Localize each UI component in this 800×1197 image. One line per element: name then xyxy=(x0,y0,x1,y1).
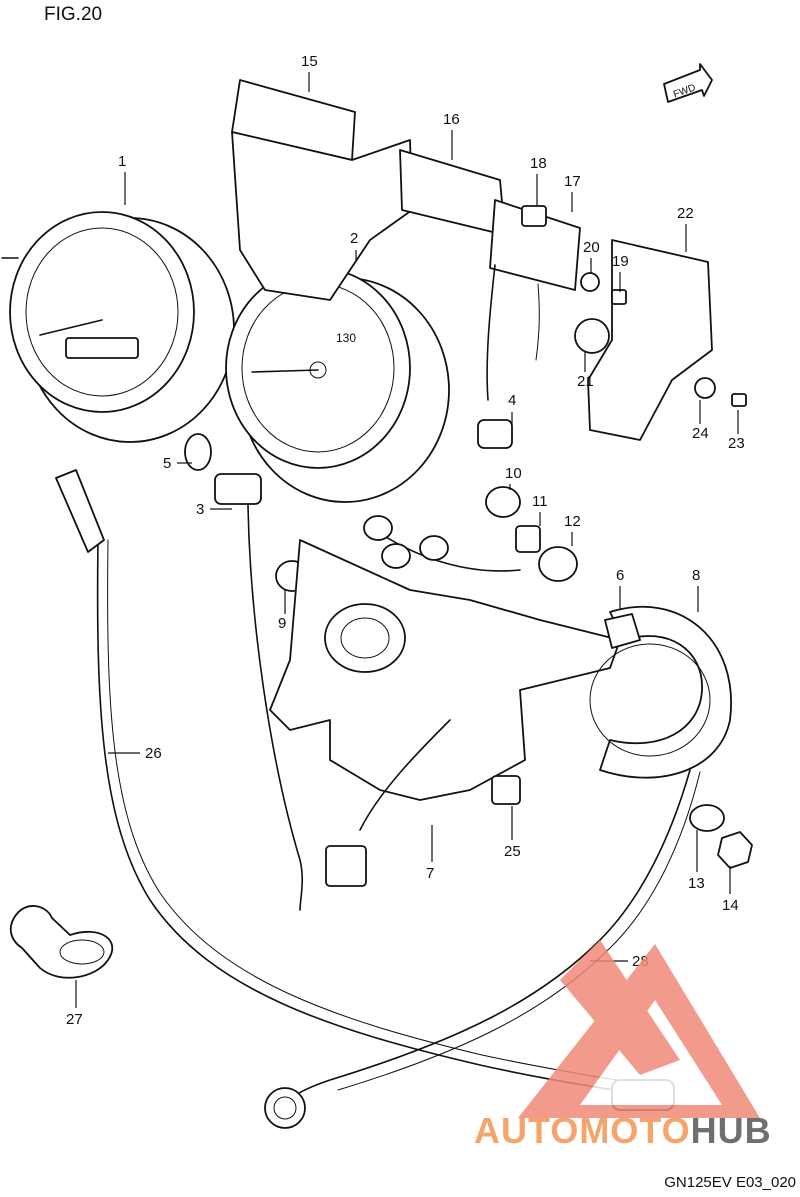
washer-24 xyxy=(694,377,716,399)
callout-22: 22 xyxy=(677,205,694,222)
nut-12 xyxy=(538,546,578,582)
callout-3: 3 xyxy=(196,501,204,518)
washer-13 xyxy=(689,804,725,832)
callout-1: 1 xyxy=(118,153,126,170)
callout-15: 15 xyxy=(301,53,318,70)
callout-11: 11 xyxy=(532,493,548,510)
callout-16: 16 xyxy=(443,111,460,128)
callout-4: 4 xyxy=(508,392,516,409)
callout-14: 14 xyxy=(722,897,739,914)
gauge-1-dial xyxy=(25,227,179,397)
callout-17: 17 xyxy=(564,173,581,190)
bulb-socket-4 xyxy=(477,419,513,449)
callout-10: 10 xyxy=(505,465,522,482)
socket-b xyxy=(381,543,411,569)
callout-23: 23 xyxy=(728,435,745,452)
callout-12: 12 xyxy=(564,513,581,530)
callout-7: 7 xyxy=(426,865,434,882)
watermark-word-2: HUB xyxy=(690,1110,772,1151)
bolt-25 xyxy=(491,775,521,805)
callout-13: 13 xyxy=(688,875,705,892)
socket-3-wire xyxy=(247,504,303,911)
figure-title: FIG.20 xyxy=(44,4,103,25)
washer-20 xyxy=(580,272,600,292)
cable-28-end-inner xyxy=(273,1096,297,1120)
ignition-switch-hole-inner xyxy=(340,617,390,659)
callout-24: 24 xyxy=(692,425,709,442)
gauge-1-odometer xyxy=(65,337,139,359)
gauge-1-face xyxy=(9,211,195,413)
indicator-bracket-17 xyxy=(489,199,581,291)
watermark-wordmark: AUTOMOTOHUB xyxy=(474,1110,772,1152)
watermark-word-1: AUTOMOTO xyxy=(474,1110,691,1151)
ignition-switch-hole xyxy=(324,603,406,673)
spacer-11 xyxy=(515,525,541,553)
harness-lead-7 xyxy=(359,719,451,831)
gauge-2-hub xyxy=(309,361,327,379)
bulb-socket-3 xyxy=(214,473,262,505)
screw-23 xyxy=(731,393,747,407)
socket-18 xyxy=(521,205,547,227)
callout-layer: 1234567891011121314151617181920212223242… xyxy=(66,53,745,1028)
harness-sockets xyxy=(374,529,521,572)
callout-5: 5 xyxy=(163,455,171,472)
callout-20: 20 xyxy=(583,239,600,256)
socket-a xyxy=(363,515,393,541)
watermark-logo-mark xyxy=(518,940,760,1118)
watermark-stroke xyxy=(560,940,680,1075)
nut-14 xyxy=(717,831,753,869)
callout-26: 26 xyxy=(145,745,162,762)
grommet-27-hole xyxy=(59,939,105,965)
fwd-direction-badge: FWD xyxy=(663,63,713,103)
fitting-6 xyxy=(604,613,641,649)
callout-27: 27 xyxy=(66,1011,83,1028)
case-8-inner xyxy=(589,643,711,757)
callout-19: 19 xyxy=(612,253,629,270)
cushion-21 xyxy=(574,318,610,354)
harness-coupler xyxy=(325,845,367,887)
gauge-2-needle xyxy=(251,369,319,373)
grommet-27 xyxy=(9,905,114,979)
callout-8: 8 xyxy=(692,567,700,584)
tachometer-cable-28 xyxy=(279,769,691,1111)
indicator-wire-lead xyxy=(535,283,540,361)
cable-28-end-nut xyxy=(264,1087,306,1129)
visor-15-body xyxy=(231,131,413,301)
gauge-2-scale-label: 130 xyxy=(336,331,356,345)
callout-6: 6 xyxy=(616,567,624,584)
callout-9: 9 xyxy=(278,615,286,632)
screw-19 xyxy=(611,289,627,305)
callout-18: 18 xyxy=(530,155,547,172)
case-8 xyxy=(599,606,732,779)
drawing-code: GN125EV E03_020 xyxy=(664,1174,796,1191)
bulb-5 xyxy=(184,433,212,471)
indicator-wiring xyxy=(486,264,496,401)
indicator-panel-16 xyxy=(399,149,506,236)
speedometer-cable-26-head xyxy=(55,469,105,553)
callout-25: 25 xyxy=(504,843,521,860)
socket-c xyxy=(419,535,449,561)
callout-21: 21 xyxy=(577,373,594,390)
callout-2: 2 xyxy=(350,230,358,247)
gauge-1-needle xyxy=(39,319,103,336)
damper-10 xyxy=(485,486,521,518)
